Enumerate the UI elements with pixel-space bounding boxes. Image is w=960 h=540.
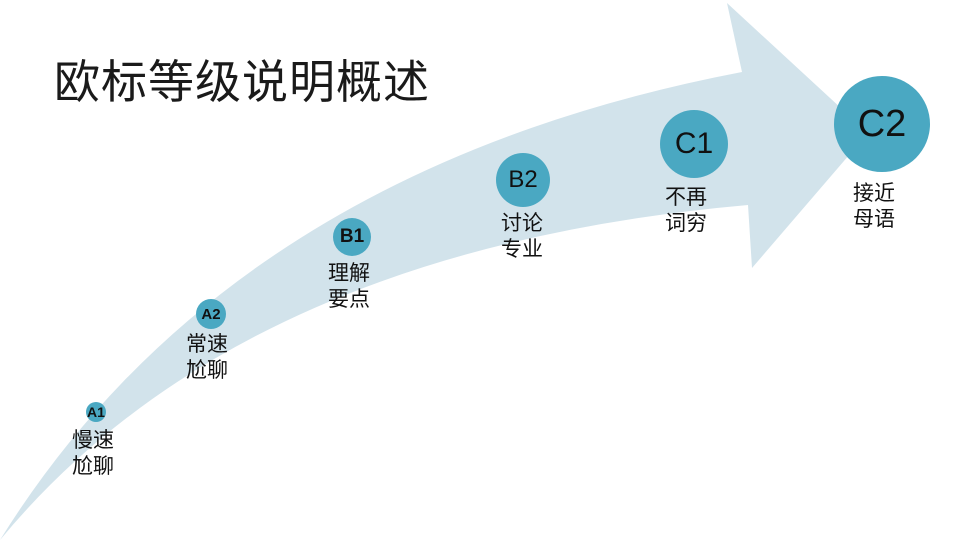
level-b1-description: 理解 要点 (328, 260, 370, 312)
level-c2-badge: C2 (834, 76, 930, 172)
level-a2-desc-line1: 常速 (186, 332, 228, 356)
level-a2-badge: A2 (196, 299, 226, 329)
progress-arrow-shape (0, 3, 868, 540)
level-c1-desc-line1: 不再 (665, 185, 707, 209)
level-b1-code: B1 (339, 226, 365, 247)
level-b1-desc-line2: 要点 (328, 287, 370, 311)
level-a1-badge: A1 (86, 402, 106, 422)
level-a2-desc-line2: 尬聊 (186, 358, 228, 382)
level-c2-desc-line2: 母语 (853, 207, 895, 231)
level-b2-code: B2 (508, 166, 538, 193)
level-a2-description: 常速 尬聊 (186, 331, 228, 383)
level-a1-desc-line2: 尬聊 (72, 454, 114, 478)
level-c1-badge: C1 (660, 110, 728, 178)
level-c2-description: 接近 母语 (853, 180, 895, 232)
level-b1-badge: B1 (333, 218, 371, 256)
level-b1-desc-line1: 理解 (328, 261, 370, 285)
level-b2-description: 讨论 专业 (501, 210, 543, 262)
level-c2-desc-line1: 接近 (853, 181, 895, 205)
level-c1-description: 不再 词穷 (665, 184, 707, 236)
level-a1-description: 慢速 尬聊 (72, 427, 114, 479)
level-b2-badge: B2 (496, 153, 550, 207)
level-c2-code: C2 (857, 102, 907, 145)
level-c1-code: C1 (674, 127, 714, 160)
level-a2-code: A2 (201, 305, 221, 323)
page-title: 欧标等级说明概述 (54, 55, 430, 109)
level-b2-desc-line1: 讨论 (501, 211, 543, 235)
level-c1-desc-line2: 词穷 (665, 211, 707, 235)
level-b2-desc-line2: 专业 (501, 237, 543, 261)
level-a1-desc-line1: 慢速 (72, 428, 114, 452)
level-a1-code: A1 (87, 404, 105, 420)
